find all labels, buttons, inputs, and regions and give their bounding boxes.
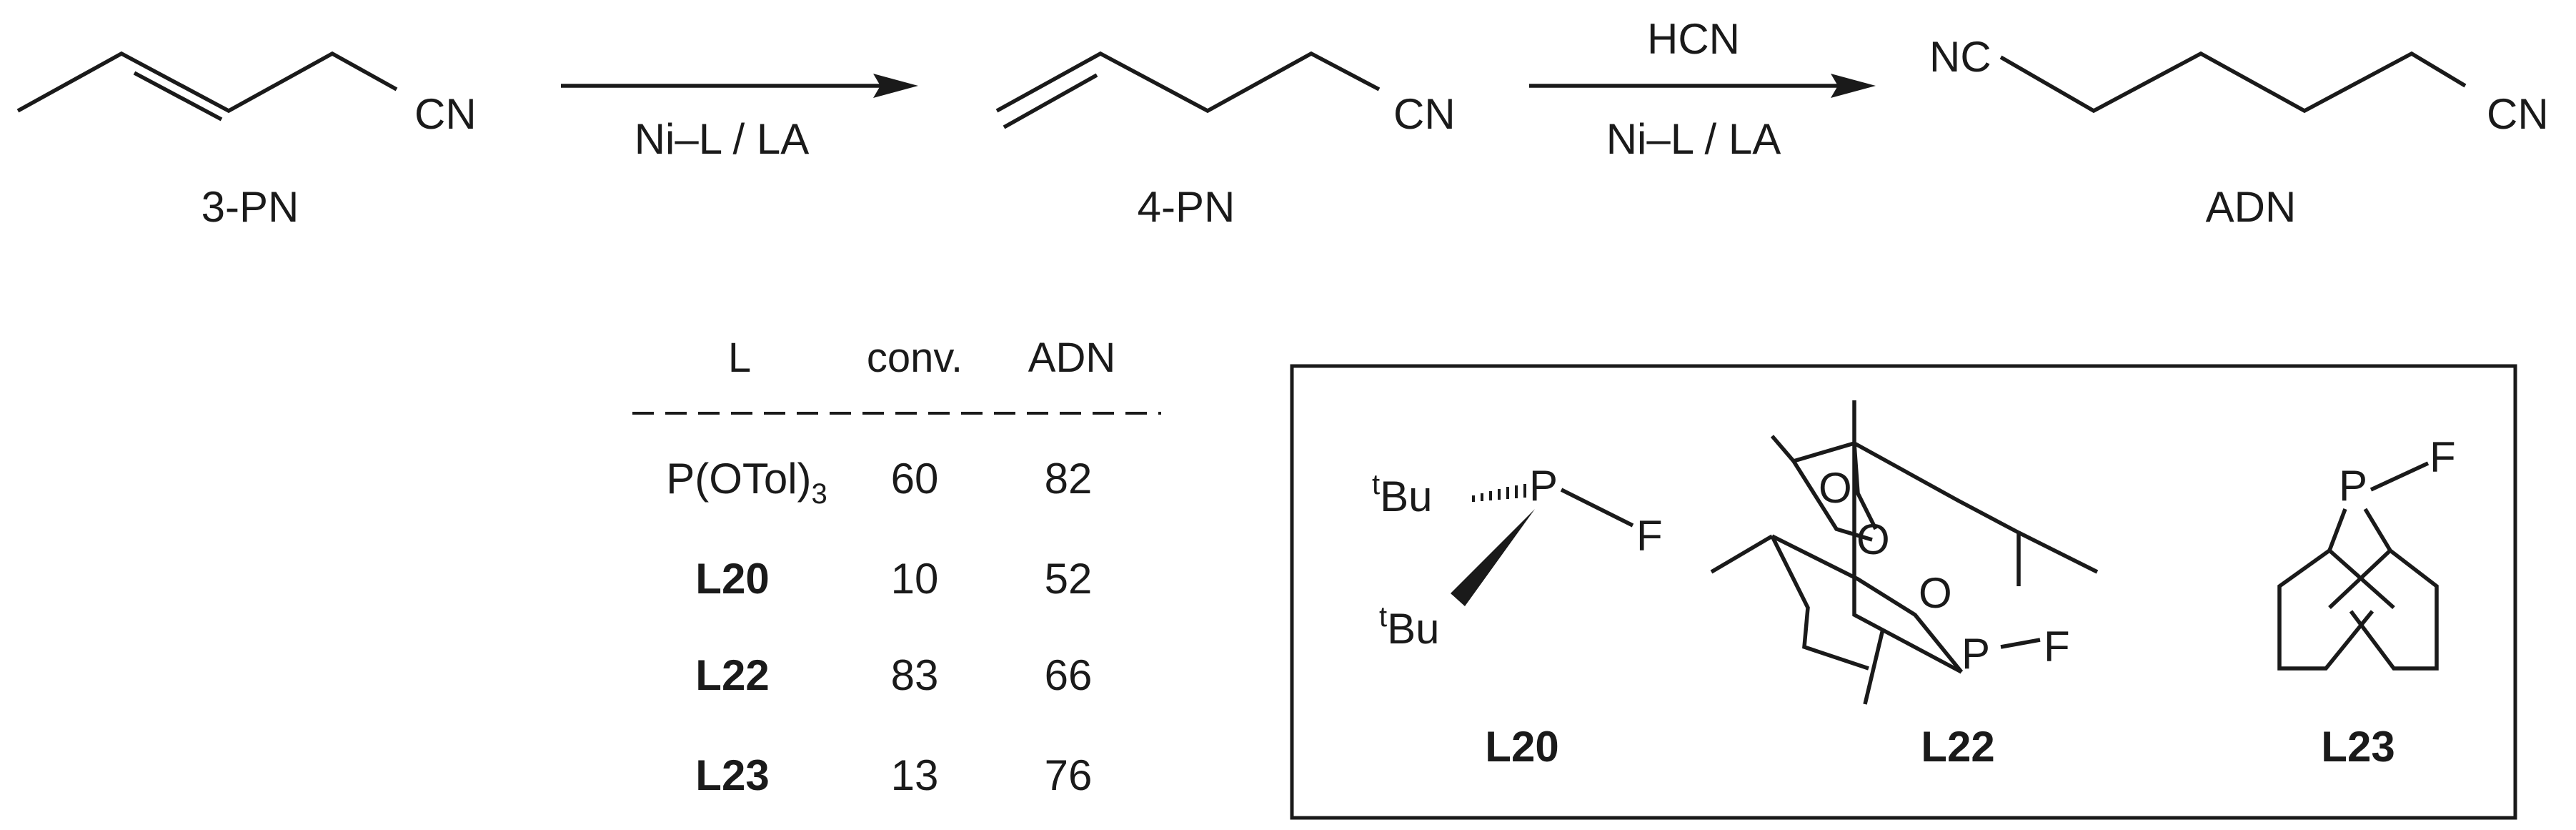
ligand-l23-structure: P F L23 (2277, 433, 2456, 771)
ligand-structures-box (1290, 364, 2517, 820)
table-row: L23 13 76 (695, 751, 1092, 799)
arrow-1-below-label: Ni–L / LA (635, 115, 810, 163)
ligand-l22-structure: O O O P F L22 (1710, 400, 2099, 771)
l22-right-methyl (2017, 530, 2099, 574)
table-cell-conversion: 13 (891, 751, 939, 799)
table-header-ligand: L (728, 335, 751, 381)
l22-p-f-bond (2000, 638, 2041, 649)
4pn-double-bond (1003, 73, 1098, 129)
l22-oxygen-mid: O (1856, 515, 1890, 563)
molecule-4pn: CN 4-PN (995, 51, 1456, 231)
3pn-cn-group: CN (414, 90, 477, 138)
table-cell-ligand: L23 (695, 751, 769, 799)
l22-oxygen-right: O (1919, 569, 1952, 617)
table-header-conversion: conv. (867, 335, 963, 381)
l20-label: L20 (1485, 723, 1558, 771)
arrow-2-below-label: Ni–L / LA (1606, 115, 1781, 163)
l23-left-ring (2277, 508, 2374, 671)
l22-left-carbon (1770, 435, 1796, 463)
molecule-3pn: CN 3-PN (16, 51, 477, 231)
table-cell-adn: 52 (1045, 555, 1093, 603)
l22-bridge (1853, 441, 2020, 535)
table-cell-ligand: L20 (695, 555, 769, 603)
table-cell-conversion: 60 (891, 455, 939, 503)
3pn-double-bond (133, 71, 223, 122)
l22-fluorine: F (2044, 623, 2070, 671)
table-header-adn: ADN (1028, 335, 1115, 381)
table-row: P(OTol)3 60 82 (666, 455, 1092, 510)
l23-fluorine: F (2430, 433, 2456, 481)
table-cell-adn: 76 (1045, 751, 1093, 799)
l22-phosphorus: P (1961, 630, 1990, 678)
l20-bold-wedge (1451, 509, 1535, 606)
arrow-hydrocyanation: HCN Ni–L / LA (1529, 15, 1876, 163)
l23-p-f-bond (2369, 461, 2430, 492)
l20-tbu-lower: tBu (1379, 601, 1440, 653)
4pn-cn-group: CN (1393, 90, 1456, 138)
4pn-skeleton (995, 51, 1381, 114)
results-table: L conv. ADN P(OTol)3 60 82 L20 10 52 L22… (632, 335, 1161, 799)
adn-skeleton (1999, 51, 2467, 114)
arrow-1-head (873, 74, 918, 98)
table-cell-ligand: P(OTol)3 (666, 455, 827, 510)
adn-cn-group: CN (2487, 90, 2549, 138)
molecule-adn: NC CN ADN (1929, 33, 2549, 231)
arrow-2-head (1831, 74, 1876, 98)
l22-lower-left (1770, 535, 1869, 671)
arrow-isomerization: Ni–L / LA (561, 74, 918, 163)
l22-lower-methyl (1863, 628, 1885, 705)
l20-p-f-bond (1560, 488, 1634, 528)
table-cell-conversion: 83 (891, 651, 939, 699)
4pn-label: 4-PN (1138, 183, 1235, 231)
table-cell-adn: 66 (1045, 651, 1093, 699)
l22-label: L22 (1921, 723, 1994, 771)
l20-hashed-wedge (1472, 484, 1526, 502)
l22-oxygen-top: O (1819, 464, 1852, 512)
table-cell-ligand: L22 (695, 651, 769, 699)
table-row: L22 83 66 (695, 651, 1092, 699)
l23-label: L23 (2321, 723, 2395, 771)
table-cell-conversion: 10 (891, 555, 939, 603)
adn-label: ADN (2206, 183, 2297, 231)
l20-fluorine: F (1636, 512, 1663, 560)
ligand-l20-structure: P F tBu tBu L20 (1372, 462, 1663, 771)
3pn-label: 3-PN (202, 183, 299, 231)
l22-left-methyl (1710, 534, 1774, 574)
l23-bridge-right (2328, 548, 2392, 610)
l22-top-arm (1790, 441, 1873, 542)
table-row: L20 10 52 (695, 555, 1092, 603)
l20-tbu-upper: tBu (1372, 469, 1433, 520)
adn-nc-group: NC (1929, 33, 1991, 81)
table-cell-adn: 82 (1045, 455, 1093, 503)
l23-phosphorus: P (2339, 462, 2367, 510)
l20-phosphorus: P (1529, 462, 1558, 510)
l23-right-ring (2349, 508, 2439, 671)
3pn-skeleton (16, 51, 398, 114)
l22-left-ring (1771, 534, 1964, 673)
arrow-2-above-label: HCN (1647, 15, 1740, 63)
